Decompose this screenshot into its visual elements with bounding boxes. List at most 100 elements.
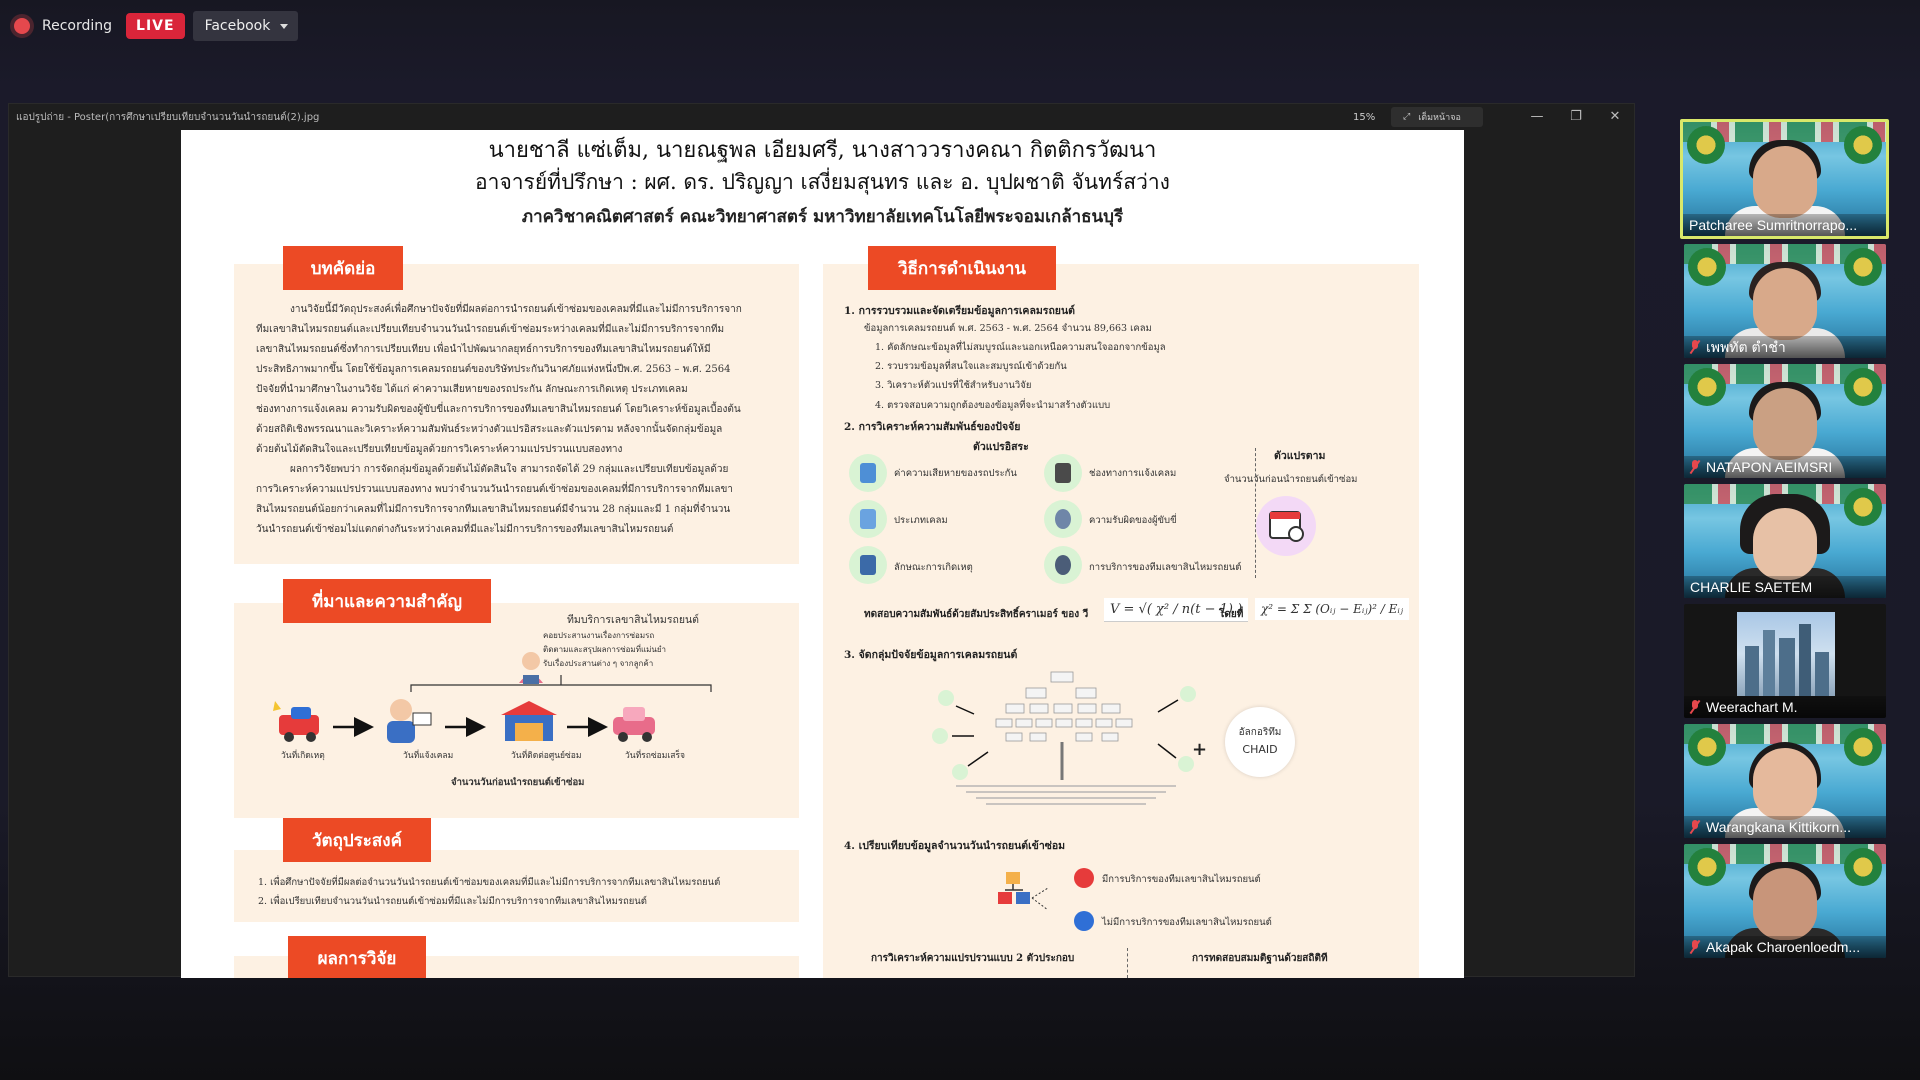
accident-type-icon <box>849 546 887 584</box>
mic-muted-icon <box>1690 940 1700 954</box>
method-step1-item: 1. คัดลักษณะข้อมูลที่ไม่สมบูรณ์และนอกเหน… <box>875 342 1166 353</box>
school-logo-icon <box>1844 848 1882 886</box>
t-test-label: การทดสอบสมมติฐานด้วยสถิติที <box>1192 953 1328 964</box>
city-skyline-avatar <box>1737 612 1835 696</box>
recording-dot-icon <box>14 18 30 34</box>
participant-tile[interactable]: NATAPON AEIMSRI <box>1684 364 1886 478</box>
dependent-variable-value: จำนวนวันก่อนนำรถยนต์เข้าซ่อม <box>1224 474 1358 485</box>
live-badge: LIVE <box>126 13 185 39</box>
participant-tile[interactable]: Warangkana Kittikorn... <box>1684 724 1886 838</box>
platform-label: Facebook <box>204 18 271 34</box>
formula-chi-square: χ² = Σ Σ (Oᵢⱼ − Eᵢⱼ)² / Eᵢⱼ <box>1255 598 1410 620</box>
viewer-title-bar: แอปรูปถ่าย - Poster(การศึกษาเปรียบเทียบจ… <box>9 104 1634 130</box>
support-agent-icon <box>519 652 543 684</box>
formula-where: โดยที่ <box>1219 609 1244 620</box>
school-logo-icon <box>1688 848 1726 886</box>
fullscreen-button[interactable]: ⤢ เต็มหน้าจอ <box>1391 107 1483 127</box>
abstract-line: ผลการวิจัยพบว่า การจัดกลุ่มข้อมูลด้วยต้น… <box>290 464 729 475</box>
restore-button[interactable]: ❐ <box>1570 109 1582 124</box>
algorithm-label: อัลกอริทึม <box>1238 727 1282 738</box>
poster-advisors: อาจารย์ที่ปรึกษา : ผศ. ดร. ปริญญา เสงี่ย… <box>475 170 1170 194</box>
school-logo-icon <box>1688 728 1726 766</box>
participant-name: Patcharee Sumritnorrapo... <box>1683 214 1886 236</box>
abstract-line: ปัจจัยที่นำมาศึกษาในงานวิจัย ได้แก่ ค่าค… <box>256 384 688 395</box>
objective-item: 1. เพื่อศึกษาปัจจัยที่มีผลต่อจำนวนวันนำร… <box>258 877 721 888</box>
participant-name: Akapak Charoenloedm... <box>1684 936 1886 958</box>
method-step1-item: 2. รวบรวมข้อมูลที่สนใจและสมบูรณ์เข้าด้วย… <box>875 361 1067 372</box>
timeline-caption: จำนวนวันก่อนนำรถยนต์เข้าซ่อม <box>451 777 585 788</box>
input-factor-icon <box>932 686 1196 780</box>
participant-name: NATAPON AEIMSRI <box>1684 456 1886 478</box>
independent-variable-label: ตัวแปรอิสระ <box>973 441 1029 453</box>
minimize-button[interactable]: — <box>1530 109 1544 124</box>
car-crash-icon <box>273 701 319 742</box>
plus-sign: + <box>1192 739 1208 760</box>
objectives-heading: วัตถุประสงค์ <box>283 818 431 862</box>
method-step2-title: 2. การวิเคราะห์ความสัมพันธ์ของปัจจัย <box>844 421 1021 433</box>
method-step1-title: 1. การรวบรวมและจัดเตรียมข้อมูลการเคลมรถย… <box>844 305 1075 317</box>
zoom-level[interactable]: 15% <box>1353 112 1376 123</box>
participant-name: Warangkana Kittikorn... <box>1684 816 1886 838</box>
step-label: วันที่แจ้งเคลม <box>403 751 454 761</box>
factor-label: การบริการของทีมเลขาสินไหมรถยนต์ <box>1089 562 1242 573</box>
platform-dropdown[interactable]: Facebook <box>192 11 299 41</box>
without-service-dot <box>1074 911 1094 931</box>
service-team-icon <box>1044 546 1082 584</box>
poster-image: นายชาลี แซ่เต็ม, นายณฐพล เอียมศรี, นางสา… <box>181 130 1464 978</box>
results-heading: ผลการวิจัย <box>288 936 426 978</box>
divider <box>1255 448 1256 578</box>
abstract-line: วันนำรถยนต์เข้าซ่อมไม่แตกต่างกันระหว่างเ… <box>256 524 674 535</box>
abstract-line: ด้วยต้นไม้ตัดสินใจและเปรียบเทียบข้อมูลด้… <box>256 444 623 455</box>
service-line: รับเรื่องประสานต่าง ๆ จากลูกค้า <box>543 659 654 668</box>
factor-label: ลักษณะการเกิดเหตุ <box>894 562 973 573</box>
close-button[interactable]: ✕ <box>1609 109 1621 124</box>
participant-name: เพพทัต ตำชำ <box>1684 336 1886 358</box>
method-step1-item: 3. วิเคราะห์ตัวแปรที่ใช้สำหรับงานวิจัย <box>875 380 1032 391</box>
top-bar: Recording LIVE Facebook <box>0 0 1920 52</box>
factor-label: ช่องทางการแจ้งเคลม <box>1089 468 1177 479</box>
participant-video <box>1753 268 1817 340</box>
repair-garage-icon <box>501 701 557 741</box>
mic-muted-icon <box>1690 700 1700 714</box>
step-label: วันที่รถซ่อมเสร็จ <box>625 751 686 761</box>
factor-label: ประเภทเคลม <box>894 515 948 526</box>
factor-label: ความรับผิดของผู้ขับขี่ <box>1089 515 1177 526</box>
calendar-clock-icon <box>1256 496 1316 556</box>
participant-tile[interactable]: CHARLIE SAETEM <box>1684 484 1886 598</box>
school-logo-icon <box>1687 126 1725 164</box>
school-logo-icon <box>1844 126 1882 164</box>
abstract-line: การวิเคราะห์ความแปรปรวนแบบสองทาง พบว่าจำ… <box>256 484 733 495</box>
participant-video <box>1753 868 1817 940</box>
service-line: คอยประสานงานเรื่องการซ่อมรถ <box>543 631 655 640</box>
participant-tile[interactable]: Akapak Charoenloedm... <box>1684 844 1886 958</box>
anova-label: การวิเคราะห์ความแปรปรวนแบบ 2 ตัวประกอบ <box>871 953 1075 964</box>
participant-tile[interactable]: เพพทัต ตำชำ <box>1684 244 1886 358</box>
viewer-title: แอปรูปถ่าย - Poster(การศึกษาเปรียบเทียบจ… <box>16 111 320 123</box>
participant-tile[interactable]: Weerachart M. <box>1684 604 1886 718</box>
abstract-text: งานวิจัยนี้มีวัตถุประสงค์เพื่อศึกษาปัจจั… <box>256 300 786 540</box>
damage-cost-icon <box>849 454 887 492</box>
abstract-line: ประสิทธิภาพมากขึ้น โดยใช้ข้อมูลการเคลมรถ… <box>256 364 731 375</box>
expand-icon: ⤢ <box>1403 112 1411 122</box>
school-logo-icon <box>1844 248 1882 286</box>
service-title: ทีมบริการเลขาสินไหมรถยนต์ <box>567 614 699 626</box>
school-logo-icon <box>1688 248 1726 286</box>
recording-label: Recording <box>42 18 113 34</box>
mic-muted-icon <box>1690 820 1700 834</box>
service-line: ติดตามและสรุปผลการซ่อมที่แม่นยำ <box>543 645 667 654</box>
abstract-panel <box>234 264 799 564</box>
school-logo-icon <box>1844 488 1882 526</box>
mic-muted-icon <box>1690 460 1700 474</box>
school-logo-icon <box>1688 368 1726 406</box>
abstract-heading: บทคัดย่อ <box>283 246 403 290</box>
legend-without-service: ไม่มีการบริการของทีมเลขาสินไหมรถยนต์ <box>1102 917 1272 928</box>
algorithm-name: CHAID <box>1242 743 1278 756</box>
participant-video <box>1752 146 1817 218</box>
claim-type-icon <box>849 500 887 538</box>
participant-tile[interactable]: Patcharee Sumritnorrapo... <box>1680 119 1889 239</box>
driver-liability-icon <box>1044 500 1082 538</box>
legend-with-service: มีการบริการของทีมเลขาสินไหมรถยนต์ <box>1102 874 1261 885</box>
school-logo-icon <box>1844 368 1882 406</box>
chaid-badge: อัลกอริทึม CHAID <box>1225 707 1295 777</box>
photo-viewer-window: แอปรูปถ่าย - Poster(การศึกษาเปรียบเทียบจ… <box>8 103 1635 978</box>
